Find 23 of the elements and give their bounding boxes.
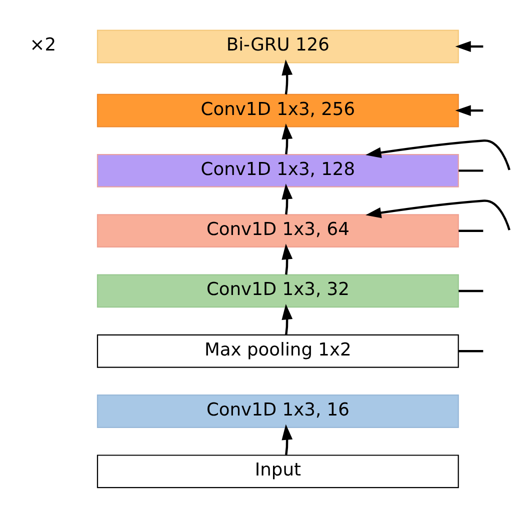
node-box: Conv1D 1x3, 32 [96,274,459,308]
arrow [282,60,293,94]
connector [458,350,484,352]
node-box: Conv1D 1x3, 16 [96,394,459,428]
arrow [282,184,293,215]
node-box: Conv1D 1x3, 256 [96,94,459,128]
arrow [455,41,484,52]
arrow [282,304,293,335]
arrow [455,105,484,116]
node-box: Input [96,454,459,488]
arrow [282,124,293,154]
connector [458,230,484,232]
arrow [366,140,510,170]
node-label: ×2 [30,34,56,56]
arrow [282,424,293,456]
connector [458,170,484,172]
node-box: Conv1D 1x3, 64 [96,214,459,248]
arrow [282,244,293,275]
node-box: Bi-GRU 126 [96,30,459,64]
node-box: Conv1D 1x3, 128 [96,154,459,188]
node-box: Max pooling 1x2 [96,334,459,368]
arrow [366,200,510,230]
connector [458,290,484,292]
